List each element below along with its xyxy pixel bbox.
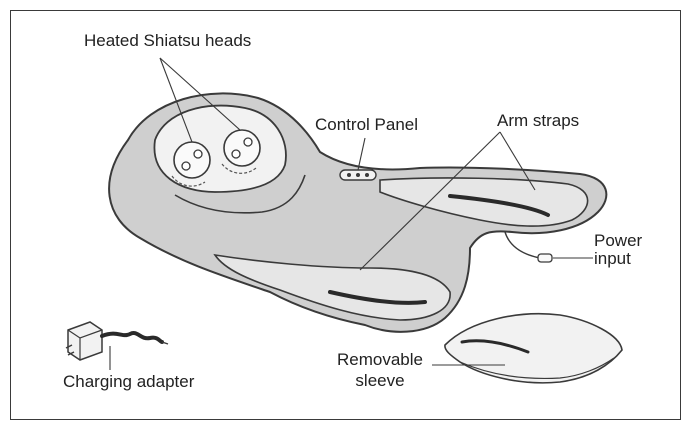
heated-heads-label: Heated Shiatsu heads xyxy=(84,31,252,50)
shiatsu-head-right xyxy=(221,129,261,174)
left-strap-groove xyxy=(328,290,427,305)
charging-adapter-label: Charging adapter xyxy=(63,372,195,391)
right-strap-groove xyxy=(448,194,550,217)
right-arm-strap xyxy=(379,177,589,227)
charging-adapter-drawing xyxy=(65,321,169,361)
removable-sleeve-label-line1: Removable xyxy=(337,350,423,369)
neck-curve xyxy=(174,174,306,214)
neck-massager xyxy=(108,92,608,333)
shiatsu-head-left xyxy=(171,141,211,187)
inner-head-shell xyxy=(153,104,287,193)
control-panel-label: Control Panel xyxy=(315,115,419,134)
power-input-label-line2: input xyxy=(594,249,631,268)
leader-lines xyxy=(109,57,593,370)
removable-sleeve-drawing xyxy=(444,312,623,384)
power-plug xyxy=(537,253,553,263)
power-cord xyxy=(504,231,541,259)
removable-sleeve-label-line2: sleeve xyxy=(355,371,405,390)
power-input-label-line1: Power xyxy=(594,231,643,250)
arm-straps-label: Arm straps xyxy=(497,111,580,130)
